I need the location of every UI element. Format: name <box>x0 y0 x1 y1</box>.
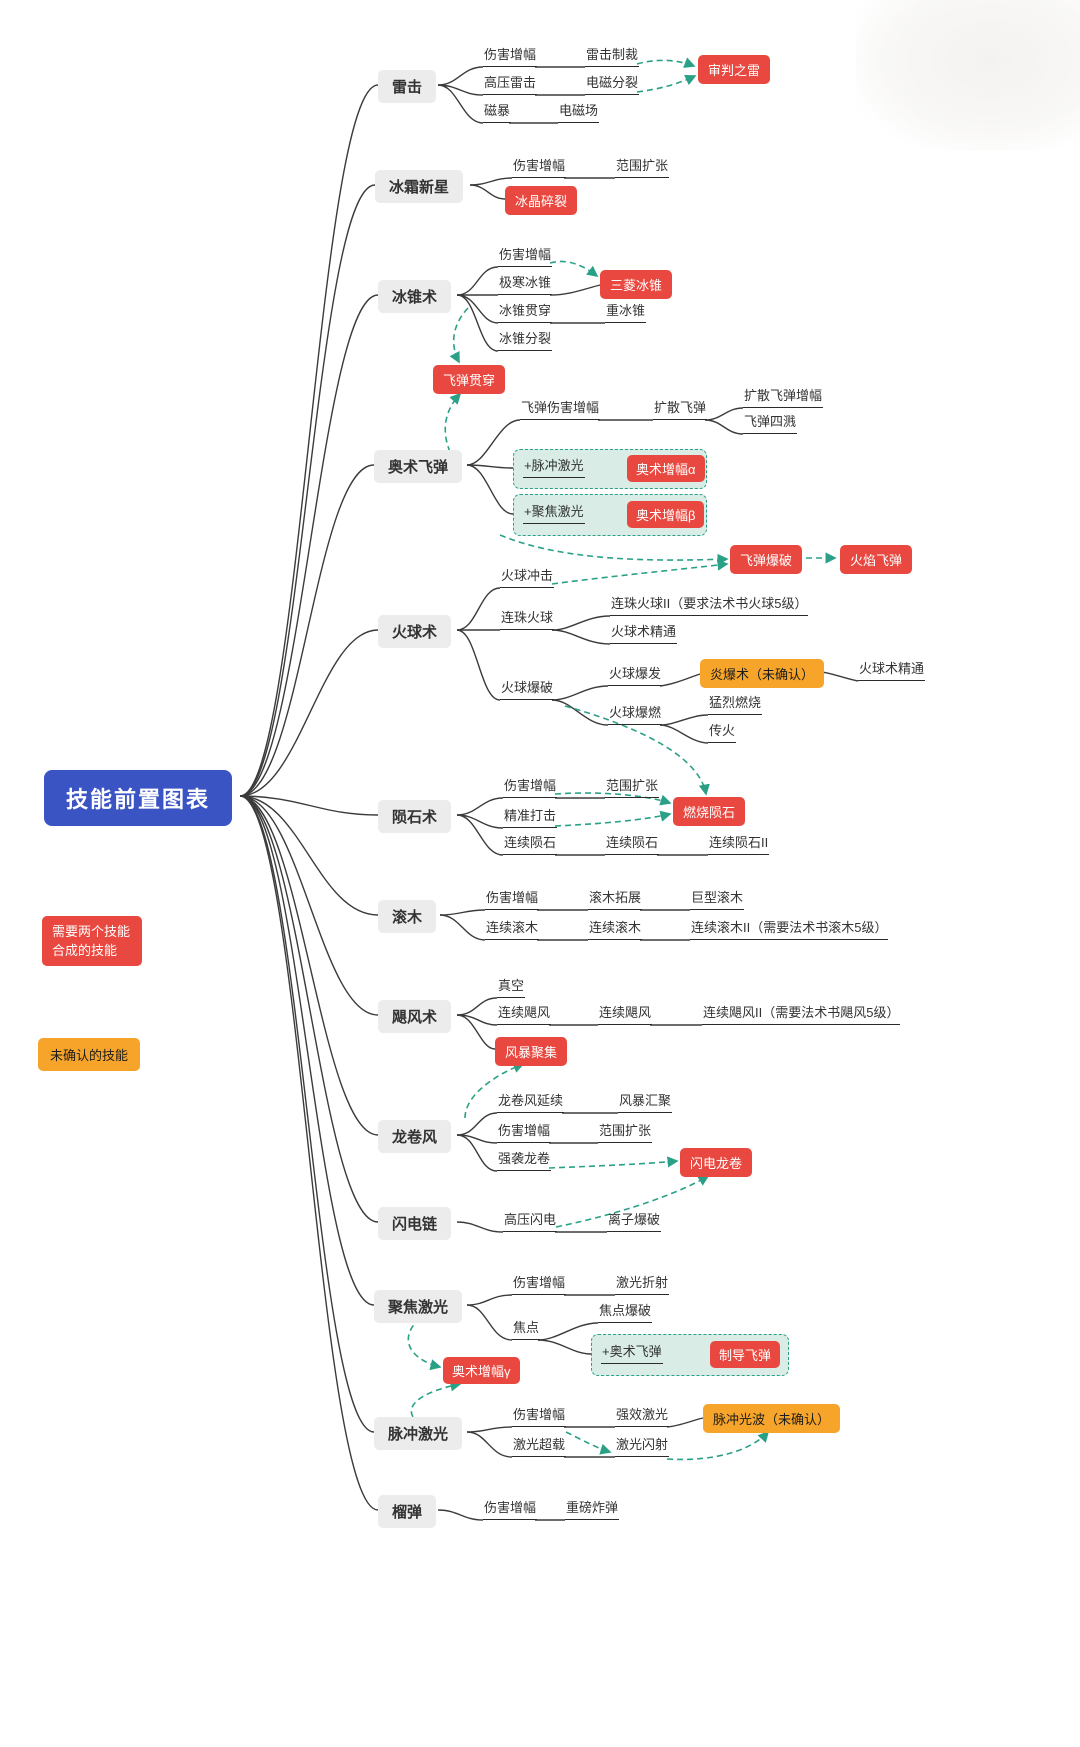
node-judgment-thunder[interactable]: 审判之雷 <box>698 55 771 84</box>
node-extreme-cold-cone[interactable]: 极寒冰锥 <box>498 275 553 295</box>
branch-focus-laser[interactable]: 聚焦激光 <box>374 1290 463 1323</box>
node-spread-missile-boost[interactable]: 扩散飞弹增幅 <box>743 388 824 408</box>
branch-fireball[interactable]: 火球术 <box>378 615 452 648</box>
node-crystal-shatter[interactable]: 冰晶碎裂 <box>505 186 578 215</box>
node-plus-arcane-missile[interactable]: +奥术飞弹 <box>601 1344 663 1364</box>
node-laser-refraction[interactable]: 激光折射 <box>615 1275 670 1295</box>
node-missile-pierce[interactable]: 飞弹贯穿 <box>433 365 506 394</box>
node-pulse-wave[interactable]: 脉冲光波（未确认） <box>703 1404 841 1433</box>
node-serial-hurricane-1[interactable]: 连续飓风 <box>497 1005 552 1025</box>
branch-pulse-laser[interactable]: 脉冲激光 <box>374 1417 463 1450</box>
node-serial-meteor-1[interactable]: 连续陨石 <box>503 835 558 855</box>
node-burning-meteor[interactable]: 燃烧陨石 <box>673 797 746 826</box>
node-strike-sanction[interactable]: 雷击制裁 <box>585 47 640 67</box>
branch-lightning-strike[interactable]: 雷击 <box>378 70 437 103</box>
node-storm-gather[interactable]: 风暴聚集 <box>495 1037 568 1066</box>
node-heavy-bomb[interactable]: 重磅炸弹 <box>565 1500 620 1520</box>
node-meteor-range-expand[interactable]: 范围扩张 <box>605 778 660 798</box>
branch-ice-cone[interactable]: 冰锥术 <box>378 280 452 313</box>
node-ion-burst[interactable]: 离子爆破 <box>607 1212 662 1232</box>
legend-combo-skill[interactable]: 需要两个技能 合成的技能 <box>42 916 142 966</box>
node-giant-log[interactable]: 巨型滚木 <box>690 890 745 910</box>
root-node[interactable]: 技能前置图表 <box>44 770 233 826</box>
node-high-voltage-strike[interactable]: 高压雷击 <box>483 75 538 95</box>
node-triple-cone[interactable]: 三菱冰锥 <box>600 270 673 299</box>
node-laser-flash[interactable]: 激光闪射 <box>615 1437 670 1457</box>
node-serial-log-1[interactable]: 连续滚木 <box>485 920 540 940</box>
node-tornado-duration[interactable]: 龙卷风延续 <box>497 1093 565 1113</box>
node-frost-damage-boost[interactable]: 伤害增幅 <box>512 158 567 178</box>
node-plus-focus-laser[interactable]: +聚焦激光 <box>523 504 585 524</box>
node-chain-fireball[interactable]: 连珠火球 <box>500 610 555 630</box>
node-laser-damage-boost[interactable]: 伤害增幅 <box>512 1275 567 1295</box>
node-focus-burst[interactable]: 焦点爆破 <box>598 1303 653 1323</box>
node-flame-missile[interactable]: 火焰飞弹 <box>840 545 913 574</box>
node-cone-split[interactable]: 冰锥分裂 <box>498 331 553 351</box>
node-precision-strike[interactable]: 精准打击 <box>503 808 558 828</box>
node-fireball-eruption[interactable]: 火球爆发 <box>608 666 663 686</box>
node-heavy-cone[interactable]: 重冰锥 <box>605 303 647 323</box>
node-fierce-burn[interactable]: 猛烈燃烧 <box>708 695 763 715</box>
node-serial-meteor-ii[interactable]: 连续陨石II <box>708 835 770 855</box>
node-pyroblast[interactable]: 炎爆术（未确认） <box>700 659 825 688</box>
node-missile-damage-boost[interactable]: 飞弹伤害增幅 <box>520 400 601 420</box>
branch-arcane-missile[interactable]: 奥术飞弹 <box>374 450 463 483</box>
watermark-smudge <box>856 0 1080 150</box>
node-plus-pulse-laser[interactable]: +脉冲激光 <box>523 458 585 478</box>
node-em-field[interactable]: 电磁场 <box>558 103 600 123</box>
node-arcane-boost-alpha[interactable]: 奥术增幅α <box>627 455 705 482</box>
branch-frost-nova[interactable]: 冰霜新星 <box>375 170 464 203</box>
branch-meteor[interactable]: 陨石术 <box>378 800 452 833</box>
node-cone-damage-boost[interactable]: 伤害增幅 <box>498 247 553 267</box>
node-lightning-damage-boost[interactable]: 伤害增幅 <box>483 47 538 67</box>
node-serial-hurricane-2[interactable]: 连续飓风 <box>598 1005 653 1025</box>
node-focus[interactable]: 焦点 <box>512 1320 541 1340</box>
node-cone-pierce[interactable]: 冰锥贯穿 <box>498 303 553 323</box>
node-tornado-range-expand[interactable]: 范围扩张 <box>598 1123 653 1143</box>
node-vacuum[interactable]: 真空 <box>497 978 526 998</box>
legend-combo-line1: 需要两个技能 <box>52 924 131 939</box>
node-high-voltage-lightning[interactable]: 高压闪电 <box>503 1212 558 1232</box>
legend-combo-line2: 合成的技能 <box>52 943 118 958</box>
branch-chain-lightning[interactable]: 闪电链 <box>378 1207 452 1240</box>
node-arcane-boost-beta[interactable]: 奥术增幅β <box>627 501 705 528</box>
legend-unconfirmed-skill[interactable]: 未确认的技能 <box>38 1038 141 1071</box>
node-serial-hurricane-ii[interactable]: 连续飓风II（需要法术书飓风5级） <box>702 1005 901 1025</box>
node-pass-fire[interactable]: 传火 <box>708 723 737 743</box>
node-missile-burst[interactable]: 飞弹爆破 <box>730 545 803 574</box>
node-missile-splash[interactable]: 飞弹四溅 <box>743 414 798 434</box>
node-chain-fireball-2[interactable]: 连珠火球II（要求法术书火球5级） <box>610 596 809 616</box>
node-arcane-boost-gamma[interactable]: 奥术增幅γ <box>443 1357 520 1384</box>
node-fireball-mastery-a[interactable]: 火球术精通 <box>610 624 678 644</box>
node-meteor-damage-boost[interactable]: 伤害增幅 <box>503 778 558 798</box>
node-fireball-deflagration[interactable]: 火球爆燃 <box>608 705 663 725</box>
node-fireball-mastery-b[interactable]: 火球术精通 <box>858 661 926 681</box>
node-grenade-damage-boost[interactable]: 伤害增幅 <box>483 1500 538 1520</box>
node-tornado-damage-boost[interactable]: 伤害增幅 <box>497 1123 552 1143</box>
node-pulse-damage-boost[interactable]: 伤害增幅 <box>512 1407 567 1427</box>
node-storm-converge[interactable]: 风暴汇聚 <box>618 1093 673 1113</box>
node-frost-range-expand[interactable]: 范围扩张 <box>615 158 670 178</box>
node-magnetic-storm[interactable]: 磁暴 <box>483 103 512 123</box>
node-laser-overload[interactable]: 激光超载 <box>512 1437 567 1457</box>
node-fireball-impact[interactable]: 火球冲击 <box>500 568 555 588</box>
branch-rolling-log[interactable]: 滚木 <box>378 900 437 933</box>
node-spread-missile[interactable]: 扩散飞弹 <box>653 400 708 420</box>
node-serial-meteor-2[interactable]: 连续陨石 <box>605 835 660 855</box>
node-serial-log-2[interactable]: 连续滚木 <box>588 920 643 940</box>
node-log-damage-boost[interactable]: 伤害增幅 <box>485 890 540 910</box>
node-log-expand[interactable]: 滚木拓展 <box>588 890 643 910</box>
node-fireball-burst[interactable]: 火球爆破 <box>500 680 555 700</box>
node-lightning-tornado[interactable]: 闪电龙卷 <box>680 1148 753 1177</box>
node-strong-laser[interactable]: 强效激光 <box>615 1407 670 1427</box>
branch-tornado[interactable]: 龙卷风 <box>378 1120 452 1153</box>
node-em-split[interactable]: 电磁分裂 <box>585 75 640 95</box>
branch-hurricane[interactable]: 飓风术 <box>378 1000 452 1033</box>
node-tornado-assault[interactable]: 强袭龙卷 <box>497 1151 552 1171</box>
branch-grenade[interactable]: 榴弹 <box>378 1495 437 1528</box>
node-guided-missile[interactable]: 制导飞弹 <box>710 1341 781 1368</box>
node-serial-log-ii[interactable]: 连续滚木II（需要法术书滚木5级） <box>690 920 889 940</box>
